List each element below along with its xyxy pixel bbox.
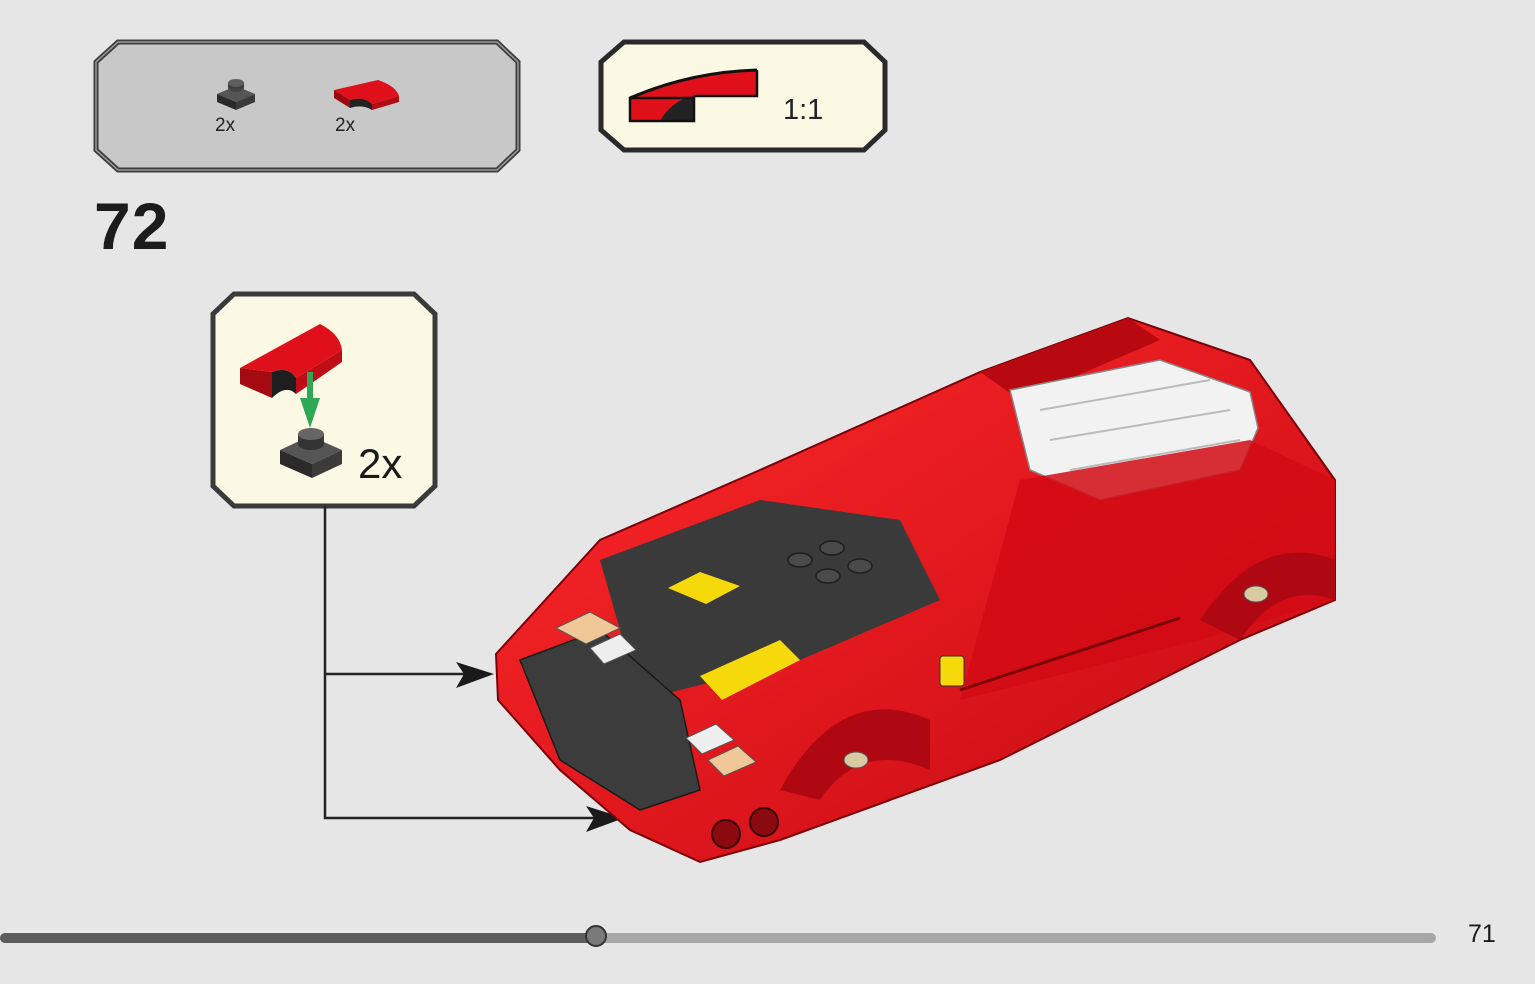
dark-grey-plate-1x1-icon	[217, 79, 255, 110]
connector-arrow-upper	[456, 662, 494, 688]
green-down-arrow-icon	[300, 372, 320, 428]
parts-list-quantity-2: 2x	[335, 115, 356, 136]
callout-connector-lines	[323, 506, 600, 820]
sub-assembly-callout-panel	[210, 291, 438, 509]
progress-knob[interactable]	[585, 925, 607, 947]
sub-assembly-quantity: 2x	[358, 440, 403, 487]
car-model	[494, 316, 1336, 864]
parts-list-panel	[93, 39, 521, 173]
progress-fill	[0, 933, 596, 943]
step-number: 72	[94, 189, 170, 263]
sub-assembly-dark-plate-icon	[280, 428, 342, 478]
red-curved-slope-side-icon	[628, 68, 759, 123]
page-number: 71	[1468, 920, 1496, 948]
red-curved-slope-icon	[334, 80, 399, 110]
progress-track	[0, 933, 1436, 943]
scale-label: 1:1	[783, 94, 824, 126]
connector-arrow-lower	[586, 806, 624, 832]
parts-list-quantity-1: 2x	[215, 115, 236, 136]
